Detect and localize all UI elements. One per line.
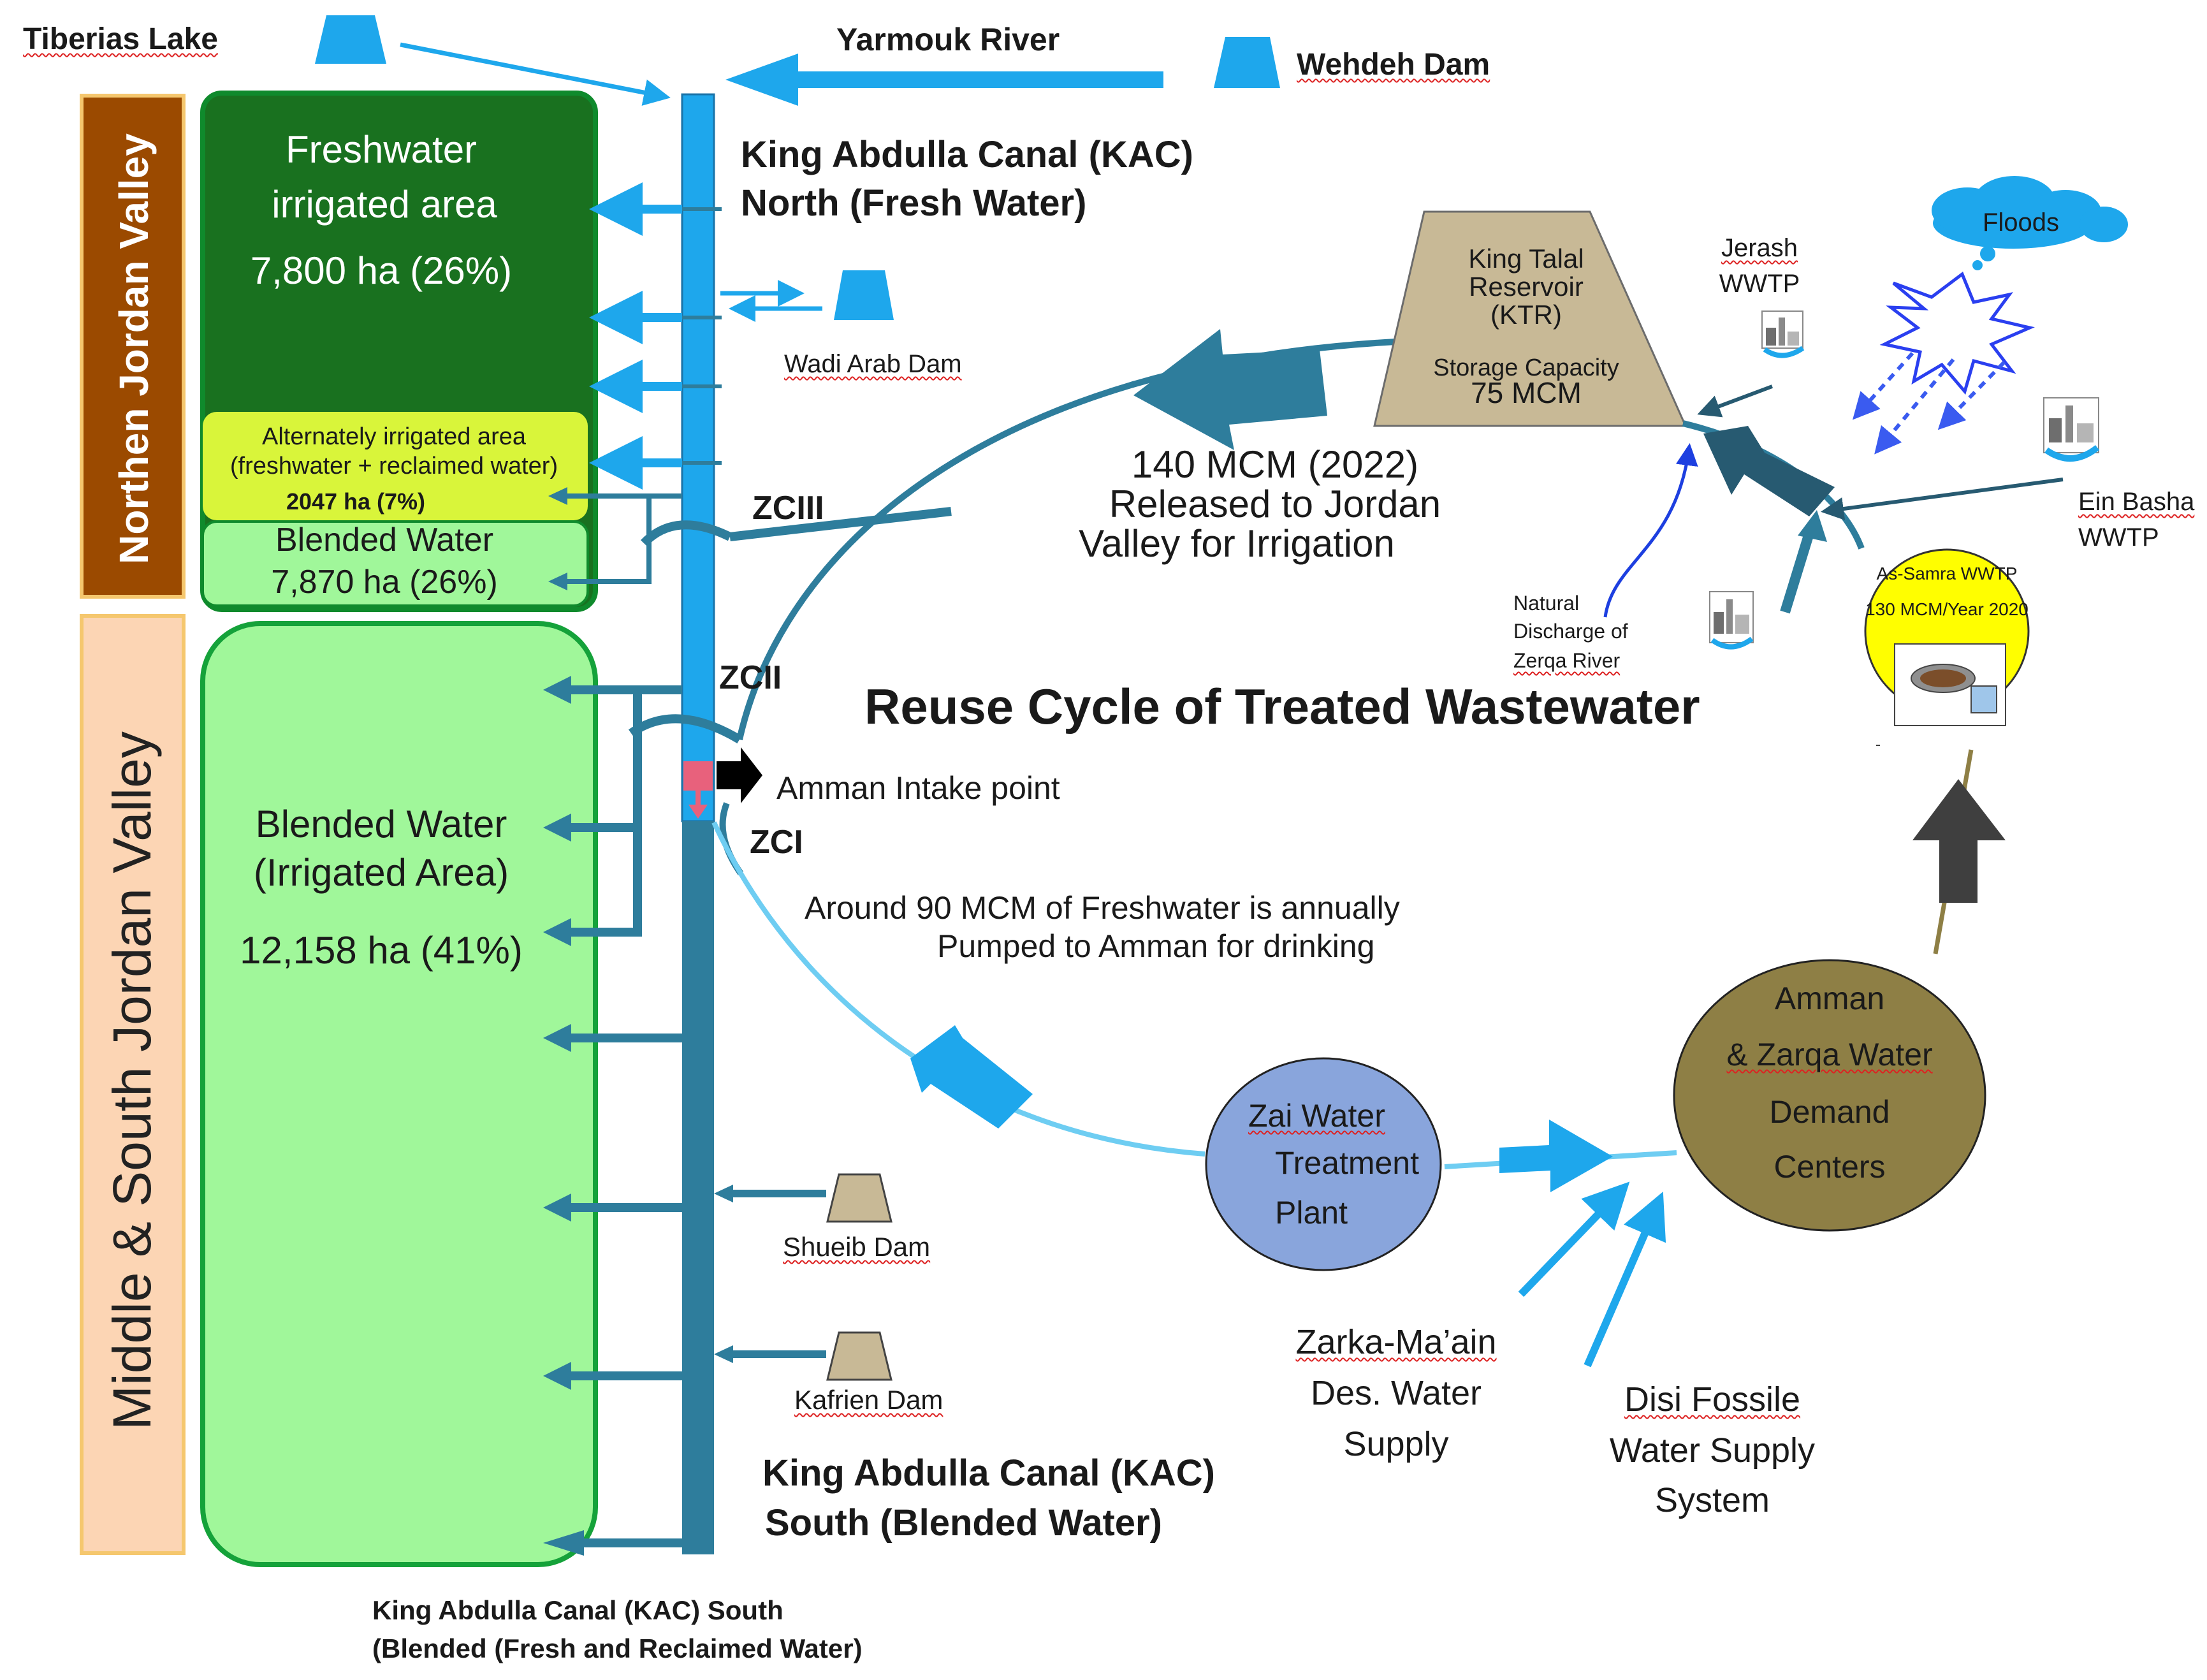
blended-south-label-2: (Irrigated Area)	[253, 851, 509, 894]
wadi-arab-dam-icon	[834, 270, 894, 320]
alternately-area-label-2: (freshwater + reclaimed water)	[229, 453, 558, 479]
amman-demand-center	[1673, 959, 1986, 1232]
amman-to-assamra-arrow	[1912, 779, 2006, 903]
freshwater-area-label-2: irrigated area	[272, 183, 497, 226]
alternately-area-label-1: Alternately irrigated area	[262, 423, 526, 450]
natural-discharge-label-3: Zerqa River	[1513, 649, 1621, 672]
blended-north-label: Blended Water	[275, 522, 494, 559]
ein-basha-label-2: WWTP	[2078, 523, 2159, 551]
zai-label-2: Treatment	[1275, 1145, 1420, 1181]
small-wwtp-icon	[1709, 591, 1754, 650]
kafrien-dam-label: Kafrien Dam	[794, 1385, 943, 1415]
ein-basha-wwtp-icon	[2043, 397, 2100, 462]
amman-intake-label: Amman Intake point	[776, 770, 1060, 806]
natural-discharge-line	[1603, 443, 1698, 618]
alternately-irrigated-box	[203, 412, 588, 520]
zai-label-3: Plant	[1275, 1195, 1348, 1231]
jerash-label-2: WWTP	[1719, 270, 1800, 298]
north-valley-label: Northen Jordan Valley	[111, 133, 157, 564]
reuse-cycle-title: Reuse Cycle of Treated Wastewater	[864, 678, 1700, 734]
freshwater-area-value: 7,800 ha (26%)	[250, 249, 513, 292]
amman-center-label-1: Amman	[1774, 981, 1885, 1016]
yarmouk-river-label: Yarmouk River	[836, 22, 1060, 57]
blended-south-box	[200, 621, 598, 1567]
jerash-label-1: Jerash	[1721, 234, 1798, 262]
zcii-label: ZCII	[719, 659, 782, 696]
blended-south-label-1: Blended Water	[255, 803, 507, 845]
released-text-2: Released to Jordan	[1109, 483, 1441, 525]
kac-south-title-1: King Abdulla Canal (KAC)	[762, 1452, 1215, 1494]
disi-label-2: Water Supply	[1609, 1431, 1816, 1470]
zciii-crossing	[640, 520, 732, 546]
kac-north-canal	[681, 93, 715, 822]
kac-north-title-1: King Abdulla Canal (KAC)	[741, 134, 1193, 175]
ktr-capacity-label: Storage Capacity	[1433, 354, 1619, 381]
amman-center-label-3: Demand	[1769, 1094, 1890, 1130]
lightning-burst	[1879, 272, 2035, 395]
zarka-label-3: Supply	[1343, 1425, 1449, 1463]
kac-south-title-2: South (Blended Water)	[765, 1502, 1162, 1544]
disi-label-3: System	[1654, 1481, 1770, 1519]
amman-intake-marker	[683, 761, 713, 791]
released-text-3: Valley for Irrigation	[1079, 522, 1395, 565]
amman-center-label-2: & Zarqa Water	[1726, 1037, 1933, 1072]
ktr-name-1: King Talal	[1468, 244, 1584, 274]
pumped-text-2: Pumped to Amman for drinking	[937, 928, 1375, 964]
pumped-arrow	[910, 1025, 1033, 1129]
shueib-dam-icon	[826, 1173, 892, 1223]
north-valley-bar	[80, 94, 186, 599]
wadi-arab-label: Wadi Arab Dam	[784, 350, 962, 378]
ktr-name-2: Reservoir	[1469, 272, 1584, 302]
zai-treatment-plant	[1205, 1057, 1442, 1271]
natural-discharge-label-1: Natural	[1513, 592, 1580, 615]
kafrien-dam-icon	[826, 1331, 892, 1381]
blended-south-value: 12,158 ha (41%)	[240, 929, 523, 972]
natural-discharge-label-2: Discharge of	[1513, 620, 1628, 643]
amman-center-label-4: Centers	[1774, 1149, 1886, 1185]
assamra-to-ktr-arrow	[1703, 426, 1835, 516]
released-text-1: 140 MCM (2022)	[1131, 443, 1419, 486]
floods-cloud	[1932, 176, 2128, 270]
ktr-capacity-value: 75 MCM	[1471, 376, 1582, 409]
floods-label: Floods	[1982, 208, 2060, 237]
yarmouk-arrow	[725, 54, 798, 106]
released-big-arrow	[1133, 329, 1327, 450]
assamra-label-1: As-Samra WWTP	[1876, 564, 2018, 583]
wehdeh-dam-icon	[1214, 37, 1280, 88]
ein-basha-label-1: Ein Basha	[2078, 488, 2195, 516]
ktr-name-3: (KTR)	[1490, 300, 1562, 330]
kac-south-canal	[682, 821, 714, 1554]
pumped-arc	[711, 821, 1205, 1157]
blended-north-box	[201, 520, 589, 607]
amman-intake-arrow	[717, 747, 762, 803]
zcii-crossing	[628, 714, 742, 744]
tiberias-lake-icon	[315, 15, 386, 64]
freshwater-area-label-1: Freshwater	[285, 128, 477, 171]
south-valley-label: Middle & South Jordan Valley	[102, 731, 162, 1430]
shueib-dam-label: Shueib Dam	[783, 1232, 931, 1262]
zci-label: ZCI	[750, 824, 803, 861]
zai-label-1: Zai Water	[1248, 1098, 1385, 1134]
assamra-label-2: 130 MCM/Year 2020	[1865, 599, 2029, 619]
zciii-label: ZCIII	[752, 490, 824, 527]
alternately-area-value: 2047 ha (7%)	[286, 488, 426, 515]
pumped-text-1: Around 90 MCM of Freshwater is annually	[805, 890, 1400, 926]
kac-north-title-2: North (Fresh Water)	[741, 182, 1087, 224]
south-valley-bar	[80, 614, 186, 1555]
bottom-caption-2: (Blended (Fresh and Reclaimed Water)	[372, 1633, 863, 1663]
zarka-label-2: Des. Water	[1310, 1374, 1482, 1412]
tiberias-lake-label: Tiberias Lake	[23, 22, 218, 56]
zai-to-amman-arrow	[1499, 1120, 1613, 1192]
disi-label-1: Disi Fossile	[1624, 1380, 1801, 1419]
bottom-caption-1: King Abdulla Canal (KAC) South	[372, 1595, 783, 1625]
jerash-wwtp-icon	[1761, 310, 1805, 358]
wehdeh-dam-label: Wehdeh Dam	[1297, 48, 1490, 82]
zarka-label-1: Zarka-Ma’ain	[1295, 1323, 1497, 1361]
blended-north-value: 7,870 ha (26%)	[271, 564, 498, 601]
